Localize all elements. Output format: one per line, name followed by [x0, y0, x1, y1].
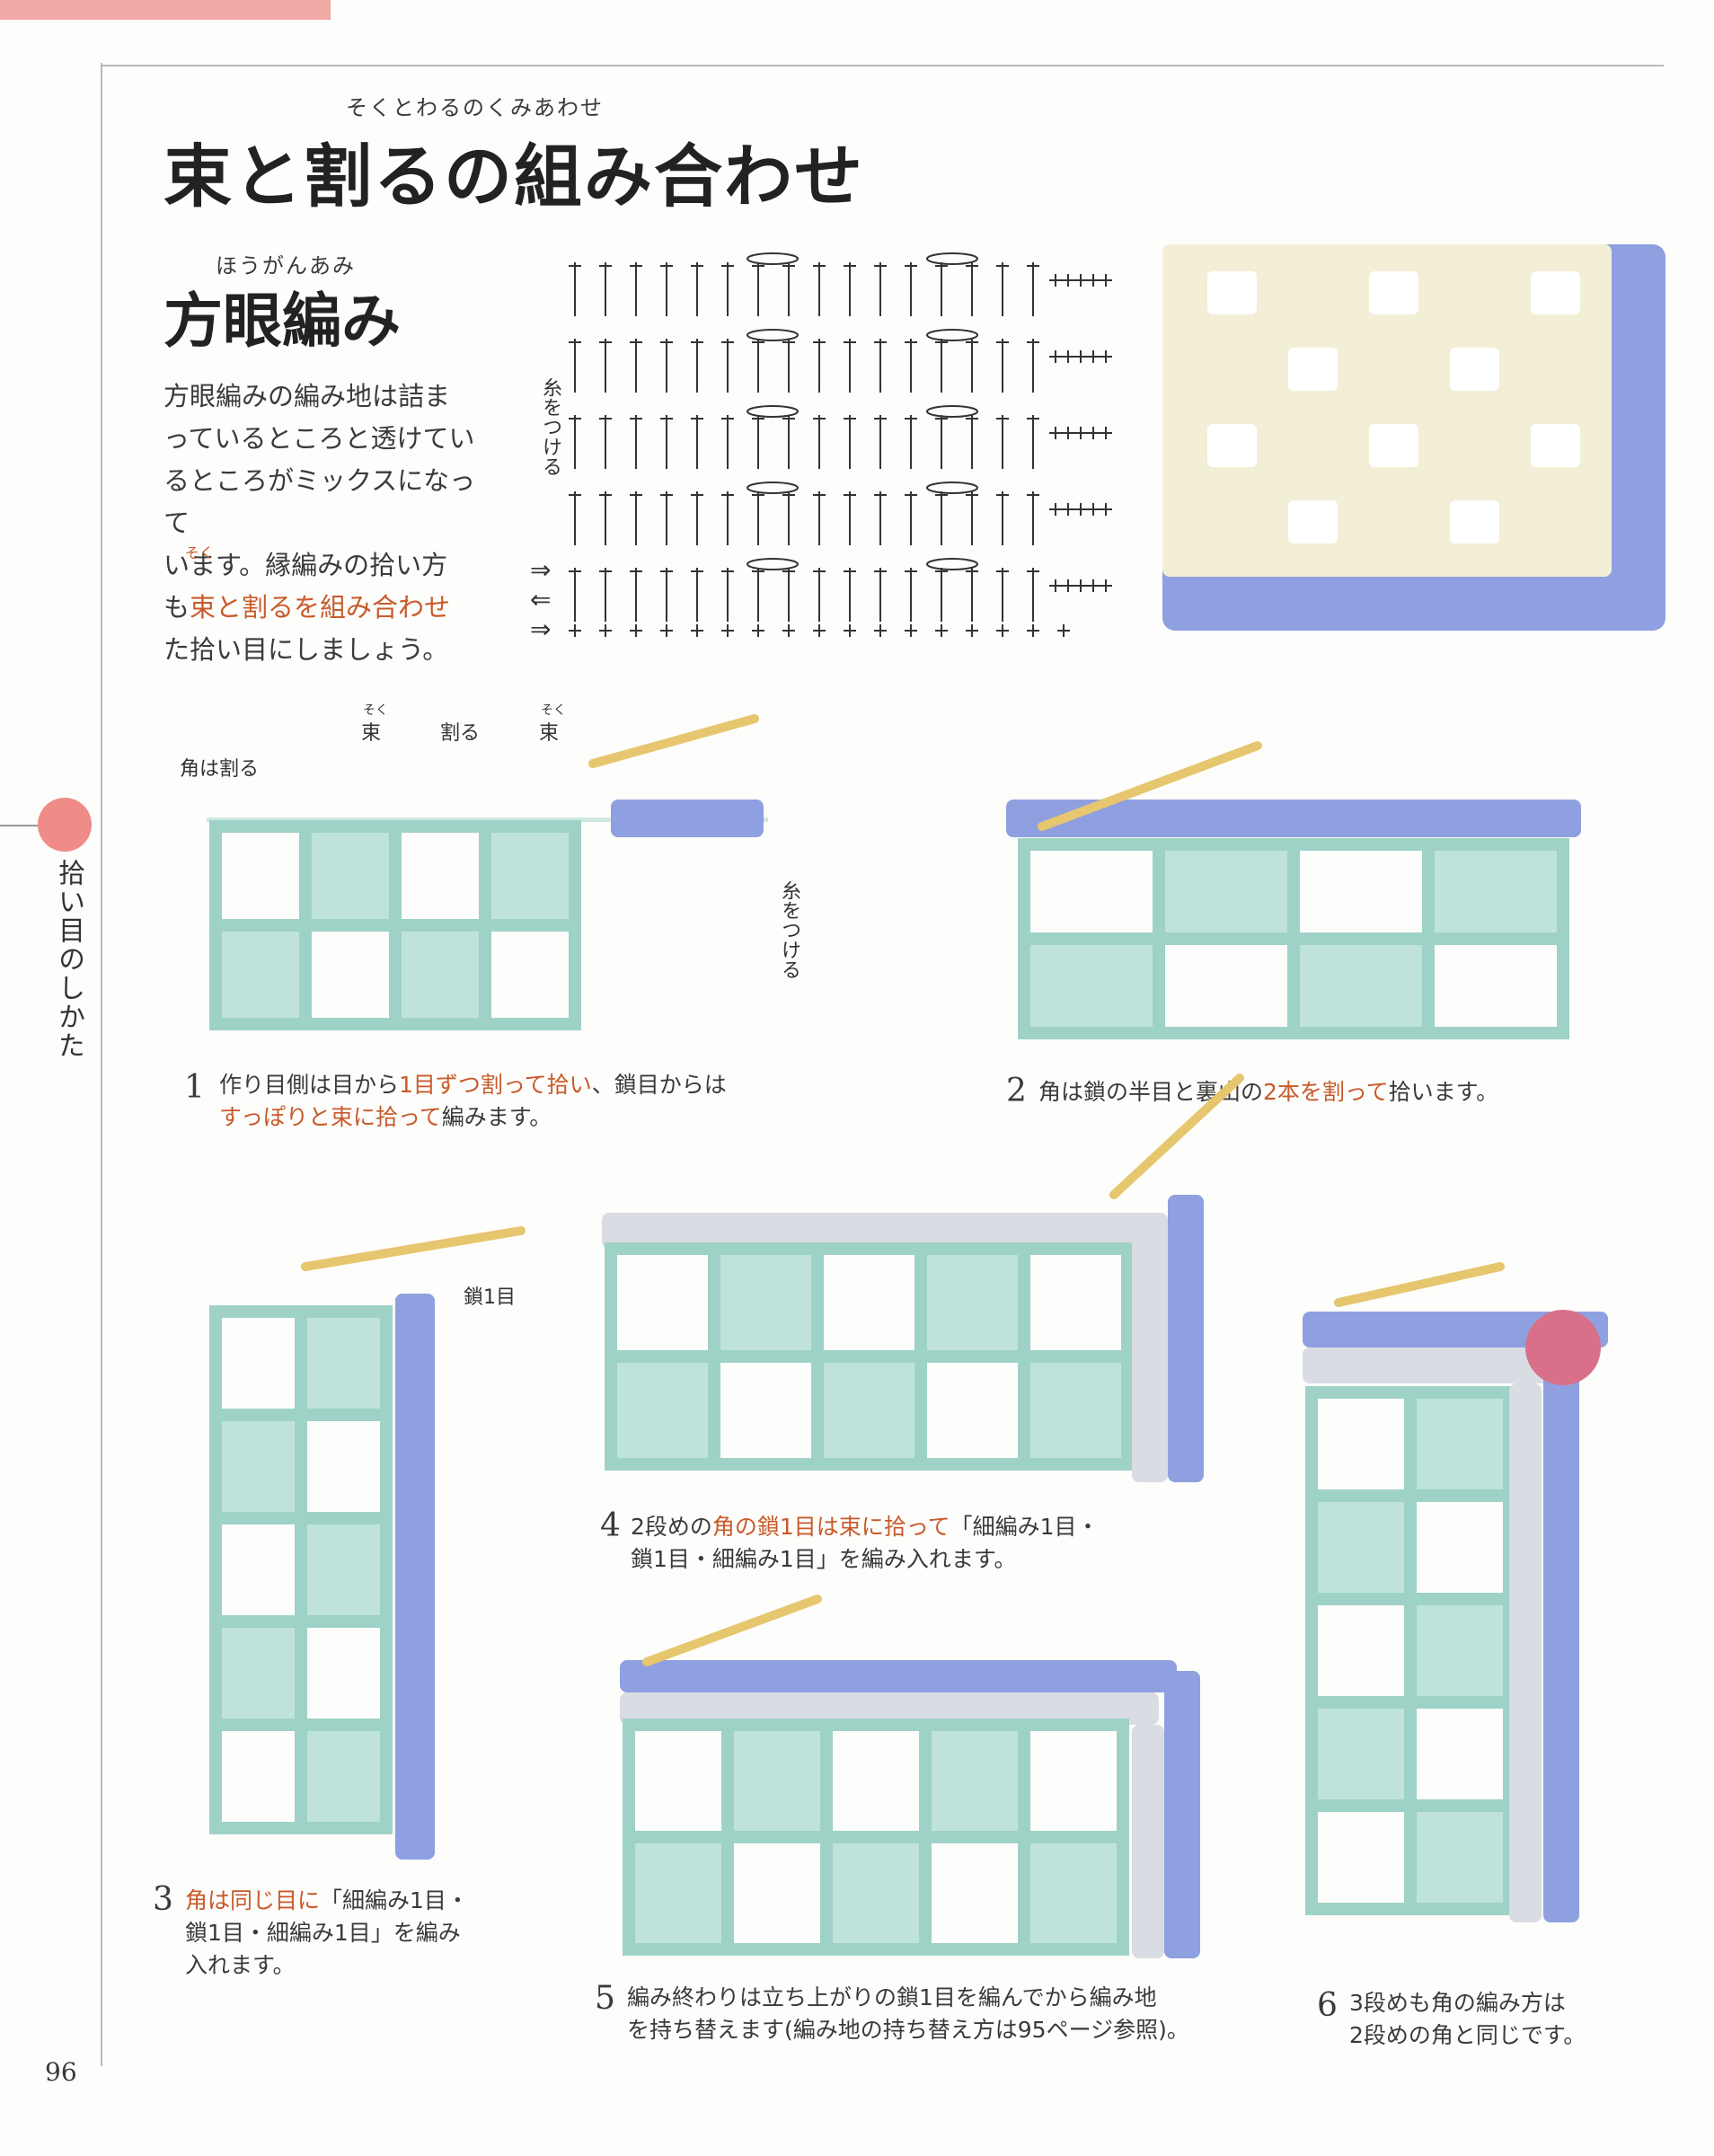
label-split: 割る: [440, 722, 481, 745]
title-ruby: そくとわるのくみあわせ: [346, 95, 604, 120]
step6-caption: 3段めも角の編み方は 2段めの角と同じです。: [1349, 1990, 1586, 2048]
top-rule: [102, 65, 1664, 66]
label-bundle-ruby-right: そく: [541, 703, 566, 718]
side-tab-line: [0, 825, 47, 826]
chart-direction-arrows: ⇒⇐⇒: [530, 555, 552, 644]
illustration-step6: [1303, 1262, 1608, 1922]
step1-caption: 作り目側は目から1目ずつ割って拾い、鎖目からは すっぽりと束に拾って編みます。: [219, 1072, 727, 1130]
illustration-step5: [620, 1595, 1200, 1958]
page-number: 96: [45, 2057, 77, 2087]
label-corner-split: 角は割る: [180, 758, 260, 781]
swatch-photo: [1162, 244, 1665, 631]
left-margin-rule: [101, 63, 102, 2066]
intro-ruby: そく: [185, 544, 215, 561]
crochet-symbol-chart: [569, 252, 1112, 637]
side-tab-dot: [38, 798, 92, 852]
top-accent-bar: [0, 0, 331, 20]
label-bundle-ruby-left: そく: [363, 703, 388, 718]
illustration-step4: [602, 1074, 1244, 1482]
step4-caption: 2段めの角の鎖1目は束に拾って「細編み1目・ 鎖1目・細編み1目」を編み入れます…: [631, 1514, 1100, 1572]
side-tab-label: 拾い目のしかた: [53, 859, 84, 1060]
illustration-step2: [1006, 741, 1581, 1039]
chart-attach-yarn-label: 糸をつける: [539, 377, 561, 476]
label-attach-yarn: 糸をつける: [778, 880, 800, 979]
step6-number: 6: [1317, 1987, 1338, 2024]
step1-number: 1: [184, 1069, 205, 1106]
step5-caption: 編み終わりは立ち上がりの鎖1目を編んでから編み地 を持ち替えます(編み地の持ち替…: [627, 1984, 1189, 2043]
step3-caption: 角は同じ目に「細編み1目・ 鎖1目・細編み1目」を編み 入れます。: [185, 1887, 469, 1978]
label-bundle-right: 束: [539, 722, 560, 745]
label-chain-one: 鎖1目: [464, 1286, 516, 1309]
page-title: 束と割るの組み合わせ: [163, 137, 864, 216]
illustration-step3: [209, 1226, 526, 1860]
label-bundle-left: 束: [361, 722, 382, 745]
illustration-step1: [207, 714, 768, 1030]
intro-paragraph: 方眼編みの編み地は詰ま っているところと透けてい るところがミックスになって い…: [163, 381, 476, 665]
step3-number: 3: [153, 1881, 173, 1918]
step2-caption: 角は鎖の半目と裏山の2本を割って拾います。: [1038, 1079, 1499, 1105]
step2-number: 2: [1006, 1073, 1027, 1109]
subtitle-ruby: ほうがんあみ: [216, 253, 356, 278]
intro-highlight: 束と割るを組み合わせ: [190, 592, 451, 623]
step4-number: 4: [600, 1507, 621, 1544]
section-title: 方眼編み: [163, 287, 401, 356]
step5-number: 5: [595, 1980, 615, 2017]
